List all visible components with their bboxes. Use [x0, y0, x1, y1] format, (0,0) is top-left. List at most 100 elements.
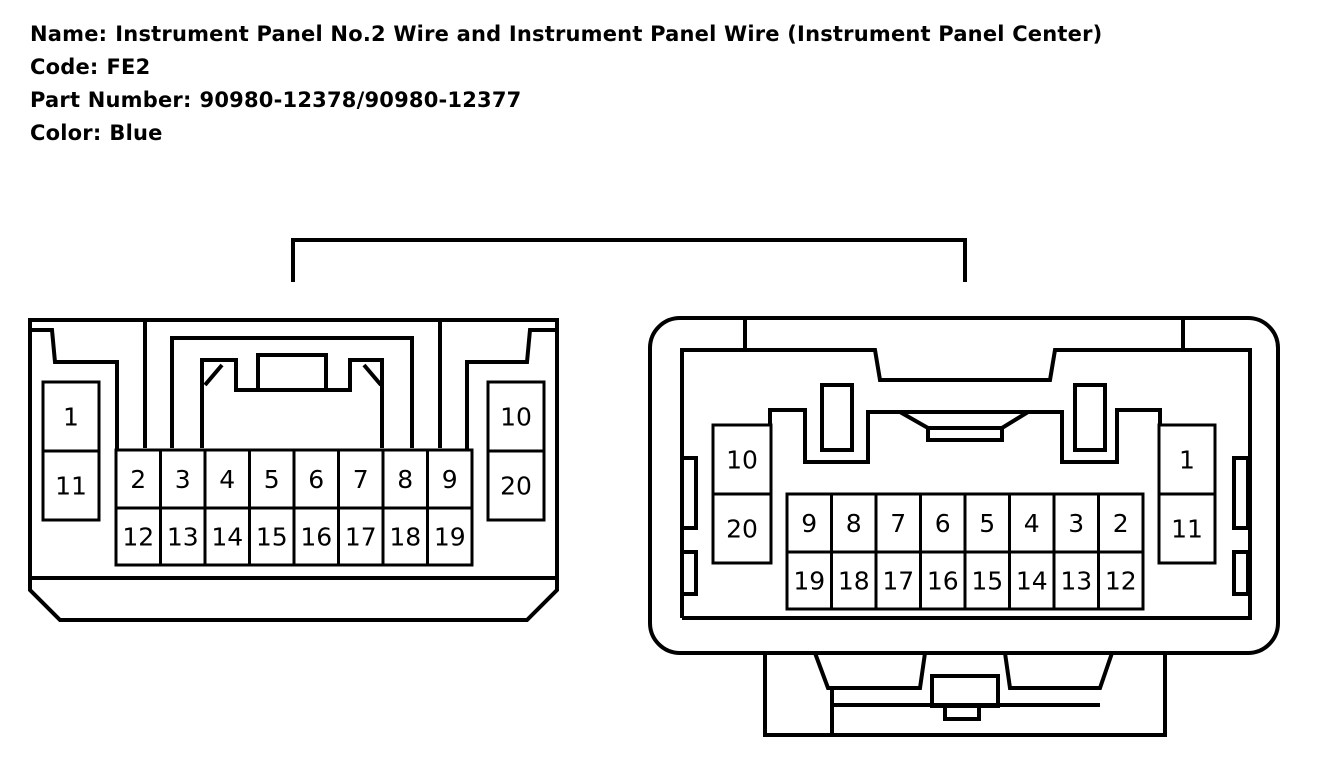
left-pin-13: 13 — [159, 506, 207, 567]
right-pin-5: 5 — [963, 492, 1011, 554]
left-pin-15: 15 — [248, 506, 296, 567]
right-pin-2: 2 — [1097, 492, 1145, 554]
pin-number: 6 — [935, 509, 951, 538]
color-value: Blue — [109, 121, 163, 145]
right-pin-17: 17 — [874, 550, 922, 611]
left-pin-10: 10 — [486, 380, 546, 453]
pin-number: 17 — [345, 523, 377, 552]
right-pin-13: 13 — [1052, 550, 1100, 611]
code-line: Code: FE2 — [30, 51, 1102, 84]
left-pin-11: 11 — [41, 449, 101, 522]
left-connector-housing — [28, 318, 559, 622]
pin-cell — [486, 449, 546, 522]
pin-number: 9 — [442, 465, 458, 494]
pin-number: 20 — [726, 515, 758, 544]
pin-number: 15 — [256, 523, 288, 552]
left-pin-14: 14 — [203, 506, 251, 567]
pin-number: 2 — [130, 465, 146, 494]
pin-cell — [1097, 550, 1145, 611]
pin-number: 6 — [308, 465, 324, 494]
right-pin-11: 11 — [1157, 492, 1217, 565]
left-pin-19: 19 — [426, 506, 474, 567]
left-pin-5: 5 — [248, 448, 296, 510]
right-pin-15: 15 — [963, 550, 1011, 611]
pin-number: 1 — [1179, 446, 1195, 475]
right-pin-10: 10 — [711, 423, 773, 496]
left-pin-18: 18 — [381, 506, 429, 567]
pin-number: 16 — [927, 567, 959, 596]
left-pin-7: 7 — [337, 448, 385, 510]
left-pin-9: 9 — [426, 448, 474, 510]
part-number-line: Part Number: 90980-12378/90980-12377 — [30, 84, 1102, 117]
right-pin-3: 3 — [1052, 492, 1100, 554]
pin-number: 8 — [846, 509, 862, 538]
pin-number: 5 — [264, 465, 280, 494]
right-pin-9: 9 — [785, 492, 833, 554]
pin-number: 14 — [1016, 567, 1048, 596]
left-pin-1: 1 — [41, 380, 101, 453]
right-pin-1: 1 — [1157, 423, 1217, 496]
code-label: Code: — [30, 55, 99, 79]
pin-number: 17 — [882, 567, 914, 596]
right-pin-20: 20 — [711, 492, 773, 565]
right-pin-4: 4 — [1008, 492, 1056, 554]
pin-number: 11 — [55, 472, 87, 501]
left-pin-2: 2 — [114, 448, 162, 510]
pin-number: 11 — [1171, 515, 1203, 544]
pin-number: 5 — [979, 509, 995, 538]
right-connector-lock-tab — [763, 652, 1167, 737]
pin-cell — [711, 492, 773, 565]
part-number-value: 90980-12378/90980-12377 — [199, 88, 522, 112]
mating-bracket — [291, 238, 967, 282]
right-pin-16: 16 — [919, 550, 967, 611]
pin-number: 18 — [389, 523, 421, 552]
pin-number: 8 — [397, 465, 413, 494]
side-latch-left-lower — [680, 550, 698, 596]
right-pin-14: 14 — [1008, 550, 1056, 611]
pin-cell — [426, 506, 474, 567]
right-pin-19: 19 — [785, 550, 833, 611]
pin-number: 14 — [211, 523, 243, 552]
side-latch-left-upper — [680, 456, 698, 530]
pin-number: 15 — [971, 567, 1003, 596]
side-latch-right-upper — [1232, 456, 1250, 530]
left-pin-4: 4 — [203, 448, 251, 510]
left-pin-16: 16 — [292, 506, 340, 567]
pin-number: 10 — [500, 403, 532, 432]
right-connector-housing — [648, 316, 1280, 655]
pin-number: 4 — [219, 465, 235, 494]
pin-number: 16 — [300, 523, 332, 552]
pin-number: 13 — [1060, 567, 1092, 596]
pin-cell — [1157, 492, 1217, 565]
pin-number: 3 — [1068, 509, 1084, 538]
pin-number: 7 — [353, 465, 369, 494]
name-value: Instrument Panel No.2 Wire and Instrumen… — [115, 22, 1103, 46]
pin-number: 18 — [838, 567, 870, 596]
code-value: FE2 — [106, 55, 151, 79]
pin-number: 2 — [1113, 509, 1129, 538]
left-pin-3: 3 — [159, 448, 207, 510]
right-pin-12: 12 — [1097, 550, 1145, 611]
pin-number: 1 — [63, 403, 79, 432]
pin-number: 19 — [434, 523, 466, 552]
pin-number: 3 — [175, 465, 191, 494]
right-pin-6: 6 — [919, 492, 967, 554]
left-pin-8: 8 — [381, 448, 429, 510]
right-pin-18: 18 — [830, 550, 878, 611]
left-pin-17: 17 — [337, 506, 385, 567]
left-pin-20: 20 — [486, 449, 546, 522]
pin-cell — [41, 449, 101, 522]
pin-number: 19 — [793, 567, 825, 596]
color-label: Color: — [30, 121, 102, 145]
pin-number: 7 — [890, 509, 906, 538]
part-number-label: Part Number: — [30, 88, 192, 112]
connector-info-header: Name:Instrument Panel No.2 Wire and Inst… — [30, 18, 1102, 150]
left-pin-6: 6 — [292, 448, 340, 510]
right-pin-8: 8 — [830, 492, 878, 554]
right-pin-7: 7 — [874, 492, 922, 554]
pin-number: 9 — [801, 509, 817, 538]
side-latch-right-lower — [1232, 550, 1250, 596]
pin-number: 4 — [1024, 509, 1040, 538]
pin-number: 20 — [500, 472, 532, 501]
